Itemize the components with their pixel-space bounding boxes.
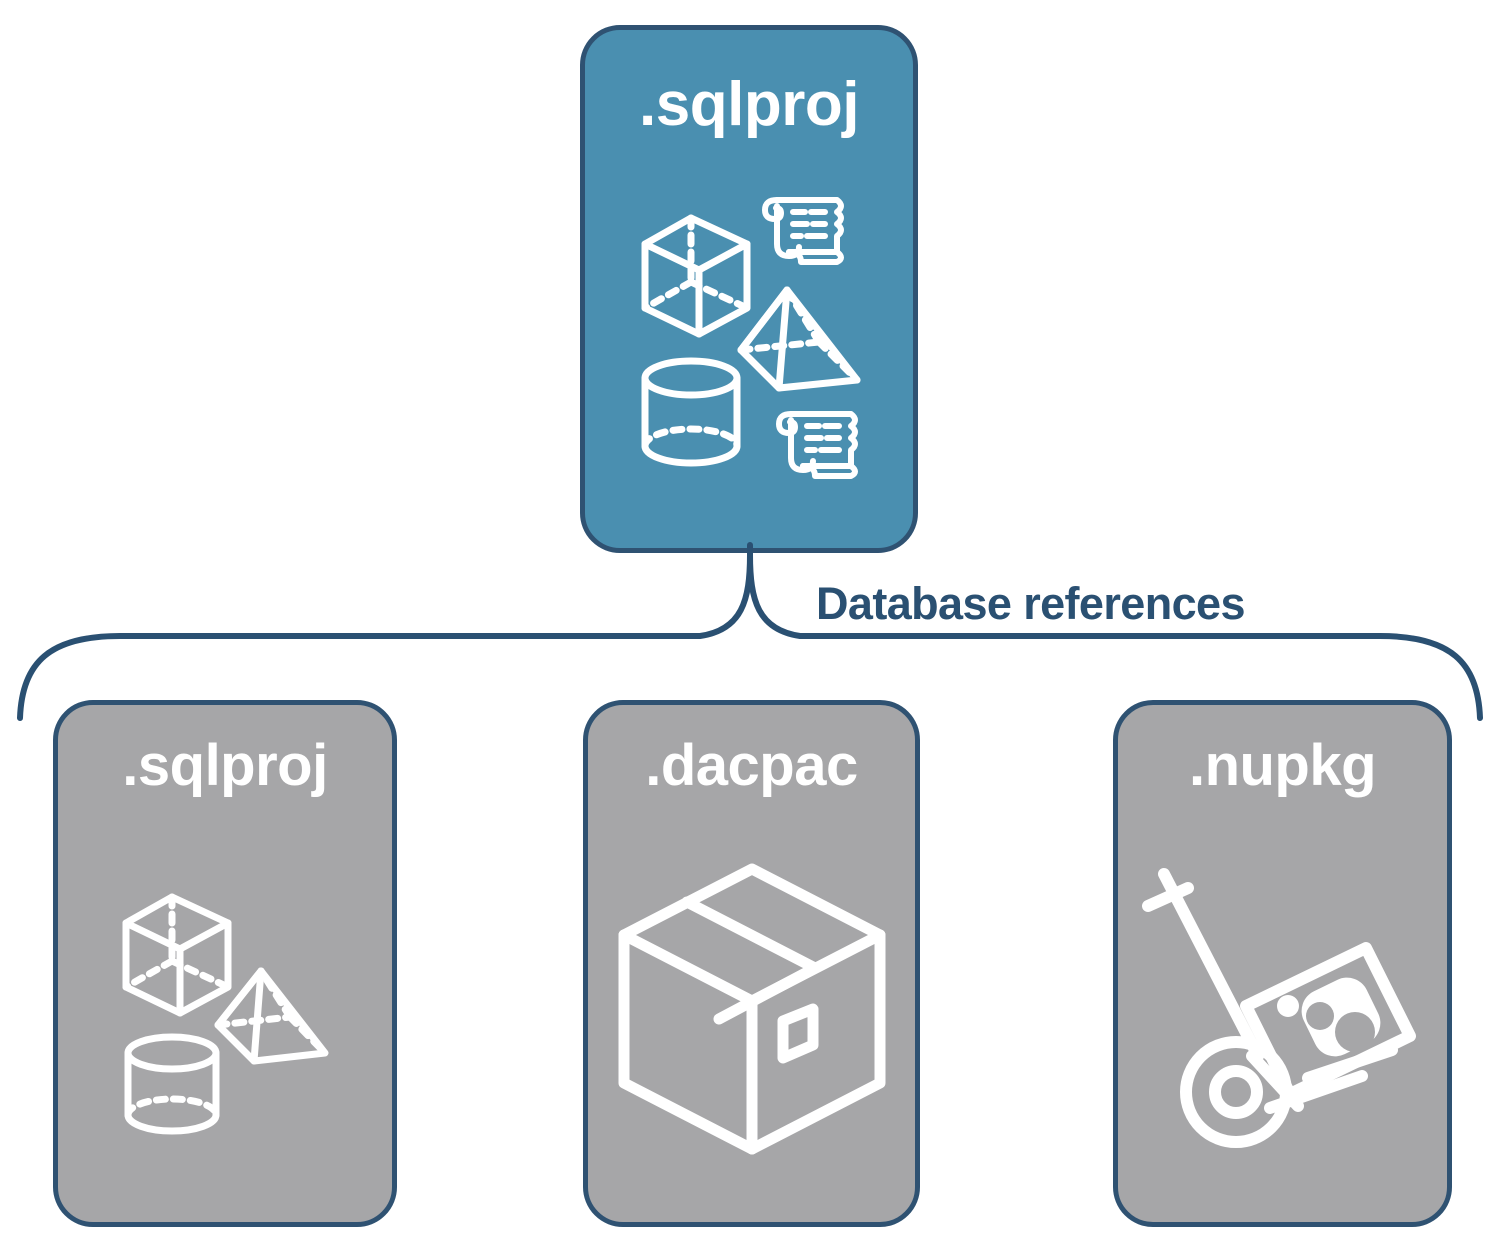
node-card-sqlproj-primary[interactable]: .sqlproj [580, 25, 918, 553]
icon-group-database-objects-grey [58, 795, 392, 1222]
script-scroll-icon [776, 411, 858, 479]
card-label-dacpac: .dacpac [645, 733, 858, 798]
wireframe-pyramid-icon [737, 286, 861, 392]
wireframe-pyramid-icon [214, 967, 328, 1064]
shipping-box-icon [618, 863, 885, 1154]
brace-left-arm [17, 552, 753, 721]
node-card-sqlproj-reference[interactable]: .sqlproj [53, 700, 397, 1227]
wireframe-cylinder-icon [124, 1033, 219, 1134]
hand-truck-package-icon [1141, 867, 1416, 1148]
icon-group-hand-truck [1118, 795, 1447, 1222]
wireframe-cube-icon [122, 893, 231, 1016]
node-card-dacpac-reference[interactable]: .dacpac [583, 700, 920, 1227]
script-scroll-icon [762, 197, 844, 265]
icon-group-shipping-box [588, 795, 915, 1222]
card-label-sqlproj-reference: .sqlproj [122, 733, 328, 798]
package-box-icon [1239, 941, 1416, 1100]
wireframe-cylinder-icon [641, 357, 741, 467]
node-card-nupkg-reference[interactable]: .nupkg [1113, 700, 1452, 1227]
icon-group-database-objects [585, 136, 913, 548]
wireframe-cube-icon [641, 214, 751, 338]
database-objects-icon-cluster [122, 893, 328, 1134]
brace-caption-label: Database references [816, 578, 1245, 629]
card-label-sqlproj-primary: .sqlproj [639, 70, 859, 139]
nuget-logo-cutouts [1305, 1001, 1375, 1052]
database-objects-icon-cluster [641, 197, 861, 479]
card-label-nupkg: .nupkg [1188, 733, 1377, 798]
